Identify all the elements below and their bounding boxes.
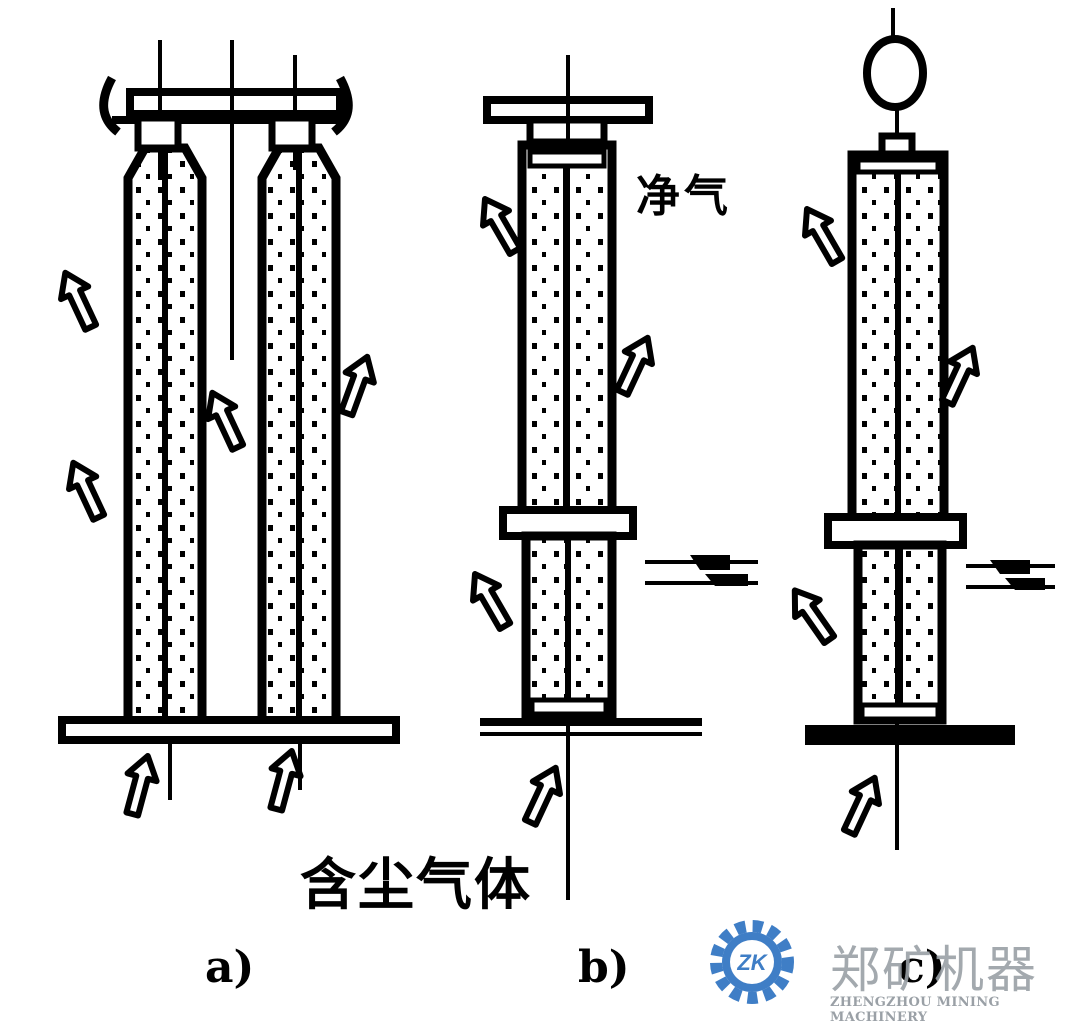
panel-a-inlet-arrow [118, 752, 163, 818]
panel-a-flow-arrow [60, 456, 113, 523]
panel-c-flow-arrow [794, 202, 850, 269]
panel-a-flow-arrow [52, 266, 105, 333]
dusty-gas-label: 含尘气体 [300, 852, 532, 918]
panel-c-flow-arrow [783, 582, 842, 648]
panel-a-label: a) [205, 942, 255, 993]
watermark-brand-en: ZHENGZHOU MINING MACHINERY [830, 995, 1000, 1025]
panel-c-label: c) [898, 942, 946, 993]
panel-a-base-plate [58, 716, 400, 744]
panel-a-flow-arrow [199, 386, 252, 453]
panel-a-filter [52, 40, 400, 818]
panel-c-filter [783, 8, 1055, 850]
panel-b-inlet-arrow [517, 761, 570, 828]
watermark-brand-cn: 郑矿机器 [830, 941, 1038, 999]
panel-b-label: b) [578, 942, 630, 993]
panel-b-flow-arrow [609, 331, 662, 398]
panel-c-inlet-arrow [836, 771, 889, 838]
zk-logo-text: ZK [736, 950, 768, 975]
panel-b-flow-arrow [462, 567, 518, 634]
panel-a-top-bar [126, 88, 344, 118]
panel-c-hanging-ring [863, 35, 927, 111]
panel-b-filter [462, 55, 758, 900]
zk-logo: ZK [710, 920, 794, 1004]
clean-gas-label: 净气 [636, 171, 732, 222]
